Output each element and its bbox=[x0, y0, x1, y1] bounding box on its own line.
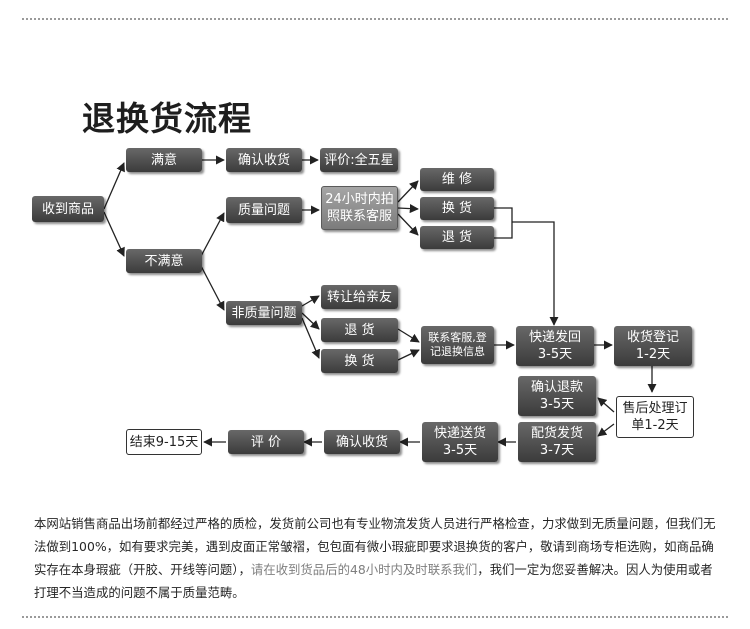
policy-note-contact: 请在收到货品后的48小时内及时联系我们 bbox=[250, 562, 478, 577]
node-ship-out: 配货发货 3-7天 bbox=[518, 422, 596, 462]
node-unsatisfied: 不满意 bbox=[126, 249, 202, 273]
node-contact-24h: 24小时内拍 照联系客服 bbox=[321, 186, 398, 230]
node-confirm-receipt-top: 确认收货 bbox=[226, 148, 302, 172]
node-confirm-refund: 确认退款 3-5天 bbox=[518, 376, 596, 416]
top-dotted-divider bbox=[22, 18, 728, 20]
node-receipt-register: 收货登记 1-2天 bbox=[614, 326, 692, 366]
page-title: 退换货流程 bbox=[82, 99, 252, 138]
node-exchange-mid: 换 货 bbox=[321, 349, 398, 373]
node-satisfied: 满意 bbox=[126, 148, 202, 172]
node-non-quality-issue: 非质量问题 bbox=[226, 301, 302, 325]
node-express-return: 快递发回 3-5天 bbox=[516, 326, 594, 366]
node-received: 收到商品 bbox=[32, 196, 104, 222]
node-transfer-friend: 转让给亲友 bbox=[321, 285, 398, 309]
node-express-delivery: 快递送货 3-5天 bbox=[422, 422, 498, 462]
node-review-five-star: 评价:全五星 bbox=[320, 148, 398, 172]
policy-note-main: 本网站销售商品出场前都经过严格的质检，发货前公司也有专业物流发货人员进行严格检查… bbox=[34, 516, 716, 577]
bottom-dotted-divider bbox=[22, 616, 728, 618]
policy-note: 本网站销售商品出场前都经过严格的质检，发货前公司也有专业物流发货人员进行严格检查… bbox=[34, 512, 720, 604]
node-repair: 维 修 bbox=[420, 168, 494, 191]
node-end: 结束9-15天 bbox=[126, 429, 202, 455]
node-after-sale: 售后处理订 单1-2天 bbox=[616, 396, 694, 438]
policy-note-end: ，我们一定为您妥善解决。因人为使用或者打理不当造成的问题不属于质量范畴。 bbox=[34, 562, 713, 600]
node-return-mid: 退 货 bbox=[321, 318, 398, 342]
node-return-top: 退 货 bbox=[420, 226, 494, 249]
node-contact-register: 联系客服,登 记退换信息 bbox=[421, 326, 494, 364]
node-review: 评 价 bbox=[228, 430, 304, 454]
node-confirm-receipt-bottom: 确认收货 bbox=[324, 430, 400, 454]
node-quality-issue: 质量问题 bbox=[226, 197, 302, 223]
node-exchange-top: 换 货 bbox=[420, 197, 494, 220]
